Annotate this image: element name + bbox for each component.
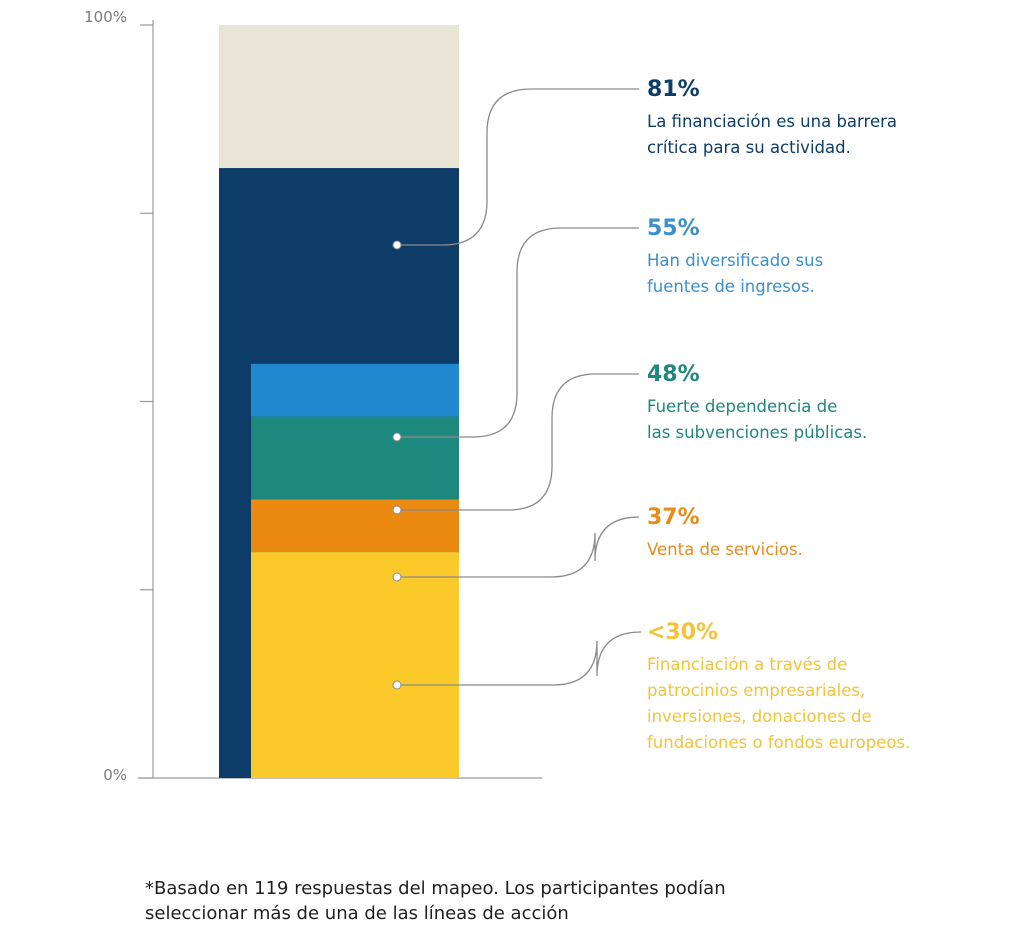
stacked-bar-chart: 100% 0% 81% La financiación es una barrera… (84, 8, 910, 784)
callouts: 81% La financiación es una barrera crítica… (392, 77, 910, 752)
bar-segment-37% (251, 499, 459, 553)
callout-text-line: inversiones, donaciones de (647, 707, 872, 726)
callout-text-line: La financiación es una barrera (647, 112, 897, 131)
callout-dot (392, 572, 402, 582)
bar-segment-48% (251, 416, 459, 500)
callout-text-line: Han diversificado sus (647, 251, 823, 270)
callout-dot (392, 432, 402, 442)
callout-connector (397, 631, 642, 686)
bar-segment-55% (251, 363, 459, 417)
callout-value: 48% (647, 362, 700, 387)
callout-text-line: Venta de servicios. (647, 540, 803, 559)
callout-value: 81% (647, 77, 700, 102)
callout-value: <30% (647, 620, 718, 645)
footnote-line-2: seleccionar más de una de las líneas de … (145, 903, 569, 924)
callout-connector (397, 373, 639, 511)
callout-connector (397, 516, 640, 578)
callout-dot (392, 505, 402, 515)
callout-connector (397, 88, 639, 246)
callout-text-line: Financiación a través de (647, 655, 847, 674)
callout-text-line: las subvenciones públicas. (647, 423, 867, 442)
callout-connector (397, 227, 639, 438)
callout-text-line: Fuerte dependencia de (647, 397, 837, 416)
footnote-line-1: *Basado en 119 respuestas del mapeo. Los… (145, 878, 726, 899)
callout-text-line: crítica para su actividad. (647, 138, 851, 157)
callout-text-line: fuentes de ingresos. (647, 277, 815, 296)
bar-segments (219, 25, 459, 778)
callout-dot (392, 680, 402, 690)
bar-segment-lt30% (251, 552, 459, 778)
callout-text-line: patrocinios empresariales, (647, 681, 865, 700)
callout-value: 55% (647, 216, 700, 241)
callout-value: 37% (647, 505, 700, 530)
y-tick-label: 100% (84, 8, 127, 26)
y-axis-ticks: 100% 0% (84, 8, 153, 784)
callout-text-line: fundaciones o fondos europeos. (647, 733, 910, 752)
callout-dot (392, 240, 402, 250)
y-tick-label: 0% (103, 766, 127, 784)
footnote: *Basado en 119 respuestas del mapeo. Los… (145, 876, 965, 926)
